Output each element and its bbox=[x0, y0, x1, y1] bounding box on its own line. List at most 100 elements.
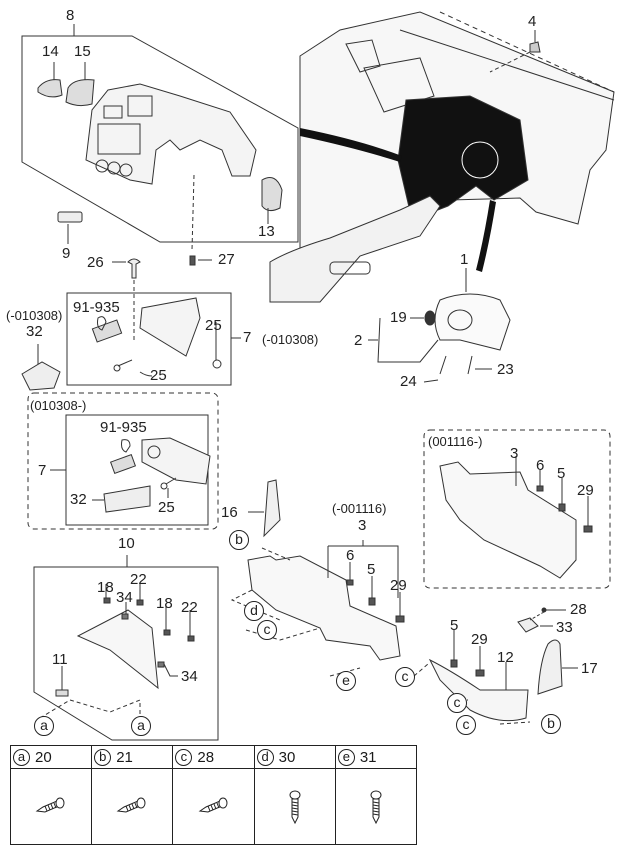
callout-5-late: 5 bbox=[557, 465, 566, 482]
cluster-fascia bbox=[85, 83, 257, 185]
ref-marker-b: b bbox=[541, 714, 561, 734]
callout-25-c: 25 bbox=[158, 499, 175, 516]
callout-29-early: 29 bbox=[390, 577, 407, 594]
legend-letter: d bbox=[256, 748, 274, 766]
side-cover-16 bbox=[263, 479, 281, 538]
bolt-18-b bbox=[163, 604, 171, 636]
box-010308-code: (010308-) bbox=[30, 398, 87, 413]
callout-12: 12 bbox=[497, 649, 514, 666]
callout-19: 19 bbox=[390, 309, 407, 326]
screw-28 bbox=[529, 607, 566, 621]
bracket-2 bbox=[377, 317, 439, 363]
bolt-22-a bbox=[136, 584, 144, 606]
pointer-arrow-8 bbox=[300, 128, 402, 162]
callout-14: 14 bbox=[42, 43, 59, 60]
callout-28: 28 bbox=[570, 601, 587, 618]
air-vent-13 bbox=[261, 177, 283, 224]
glove-box-housing-late bbox=[439, 461, 577, 579]
legend-letter: a bbox=[13, 748, 30, 766]
callout-29-late: 29 bbox=[577, 482, 594, 499]
ref-marker-e: e bbox=[336, 671, 356, 691]
callout-32-early: 32 bbox=[26, 323, 43, 340]
callout-11: 11 bbox=[52, 651, 68, 668]
callout-34-a: 34 bbox=[116, 589, 133, 606]
tapping-screw-icon bbox=[370, 790, 382, 824]
callout-10: 10 bbox=[118, 535, 135, 552]
hex-flange-screw-icon bbox=[198, 797, 227, 813]
group-box-7-early bbox=[66, 292, 232, 386]
callout-26: 26 bbox=[87, 254, 104, 271]
callout-22-a: 22 bbox=[130, 571, 147, 588]
callout-27: 27 bbox=[218, 251, 235, 268]
air-vent-15 bbox=[65, 62, 95, 107]
callout-17: 17 bbox=[581, 660, 598, 677]
clip-34-a bbox=[121, 602, 129, 620]
ref-marker-c: c bbox=[395, 667, 415, 687]
clip-34-b bbox=[157, 661, 178, 677]
callout-22-b: 22 bbox=[181, 599, 198, 616]
callout-7-early: 7 bbox=[243, 329, 252, 346]
group-box-010308 bbox=[27, 392, 219, 530]
clip-5-a bbox=[368, 576, 376, 606]
bracket-33 bbox=[517, 617, 553, 633]
callout-2: 2 bbox=[354, 332, 363, 349]
ashtray-32-early bbox=[21, 361, 61, 391]
switch-9 bbox=[57, 211, 83, 244]
bezel-late bbox=[141, 437, 211, 485]
callout-23: 23 bbox=[497, 361, 514, 378]
legend-part-number: 30 bbox=[278, 748, 296, 766]
callout-33: 33 bbox=[556, 619, 573, 636]
legend-letter: c bbox=[175, 748, 193, 766]
bolt-6-a bbox=[346, 562, 354, 586]
callout-91-935-early: 91-935 bbox=[73, 299, 120, 316]
callout-3-late: 3 bbox=[510, 445, 519, 462]
callout-9: 9 bbox=[62, 245, 71, 262]
screw-24 bbox=[423, 355, 447, 383]
callout-91-935-late: 91-935 bbox=[100, 419, 147, 436]
air-vent-14 bbox=[37, 62, 63, 98]
callout-5-early: 5 bbox=[367, 561, 376, 578]
legend-letter: e bbox=[337, 748, 355, 766]
screw-25-b bbox=[113, 359, 153, 377]
callout-1: 1 bbox=[460, 251, 469, 268]
callout-34-b: 34 bbox=[181, 668, 198, 685]
group-box-001116 bbox=[423, 429, 611, 589]
callout-6-early: 6 bbox=[346, 547, 355, 564]
clip-29-b bbox=[583, 496, 593, 533]
legend-part-number: 28 bbox=[197, 748, 215, 766]
callout-3-early: 3 bbox=[358, 517, 367, 534]
callout-18-b: 18 bbox=[156, 595, 173, 612]
callout-24: 24 bbox=[400, 373, 417, 390]
clip-5-b bbox=[558, 478, 566, 512]
group-box-10 bbox=[33, 566, 219, 741]
ref-marker-a: a bbox=[131, 716, 151, 736]
lower-panel-12 bbox=[428, 658, 529, 722]
ref-marker-d: d bbox=[244, 601, 264, 621]
tapping-screw-icon bbox=[289, 790, 301, 824]
legend-part-number: 21 bbox=[116, 748, 133, 766]
legend-part-number: 31 bbox=[359, 748, 377, 766]
ref-marker-c: c bbox=[456, 715, 476, 735]
crash-pad-assembly bbox=[269, 11, 615, 303]
callout-25-a: 25 bbox=[205, 317, 222, 334]
bezel-early bbox=[139, 297, 201, 357]
callout-15: 15 bbox=[74, 43, 91, 60]
callout-7-late: 7 bbox=[38, 462, 47, 479]
glove-box-door bbox=[76, 609, 159, 690]
column-shroud bbox=[434, 268, 511, 351]
callout-4: 4 bbox=[528, 13, 537, 30]
box-001116-code: (001116-) bbox=[428, 434, 483, 449]
glove-box-housing-early bbox=[247, 555, 401, 661]
lighter-socket-early bbox=[91, 316, 123, 343]
callout-18-a: 18 bbox=[97, 579, 114, 596]
callout-3-early-code: (-001116) bbox=[332, 501, 387, 516]
screw-25-a bbox=[212, 322, 222, 369]
screw-23 bbox=[467, 355, 492, 375]
callout-7-early-code: (-010308) bbox=[262, 332, 319, 347]
ref-marker-b: b bbox=[229, 530, 249, 550]
lighter-socket-late bbox=[109, 439, 137, 475]
ref-marker-c: c bbox=[447, 693, 467, 713]
callout-29-lower: 29 bbox=[471, 631, 488, 648]
